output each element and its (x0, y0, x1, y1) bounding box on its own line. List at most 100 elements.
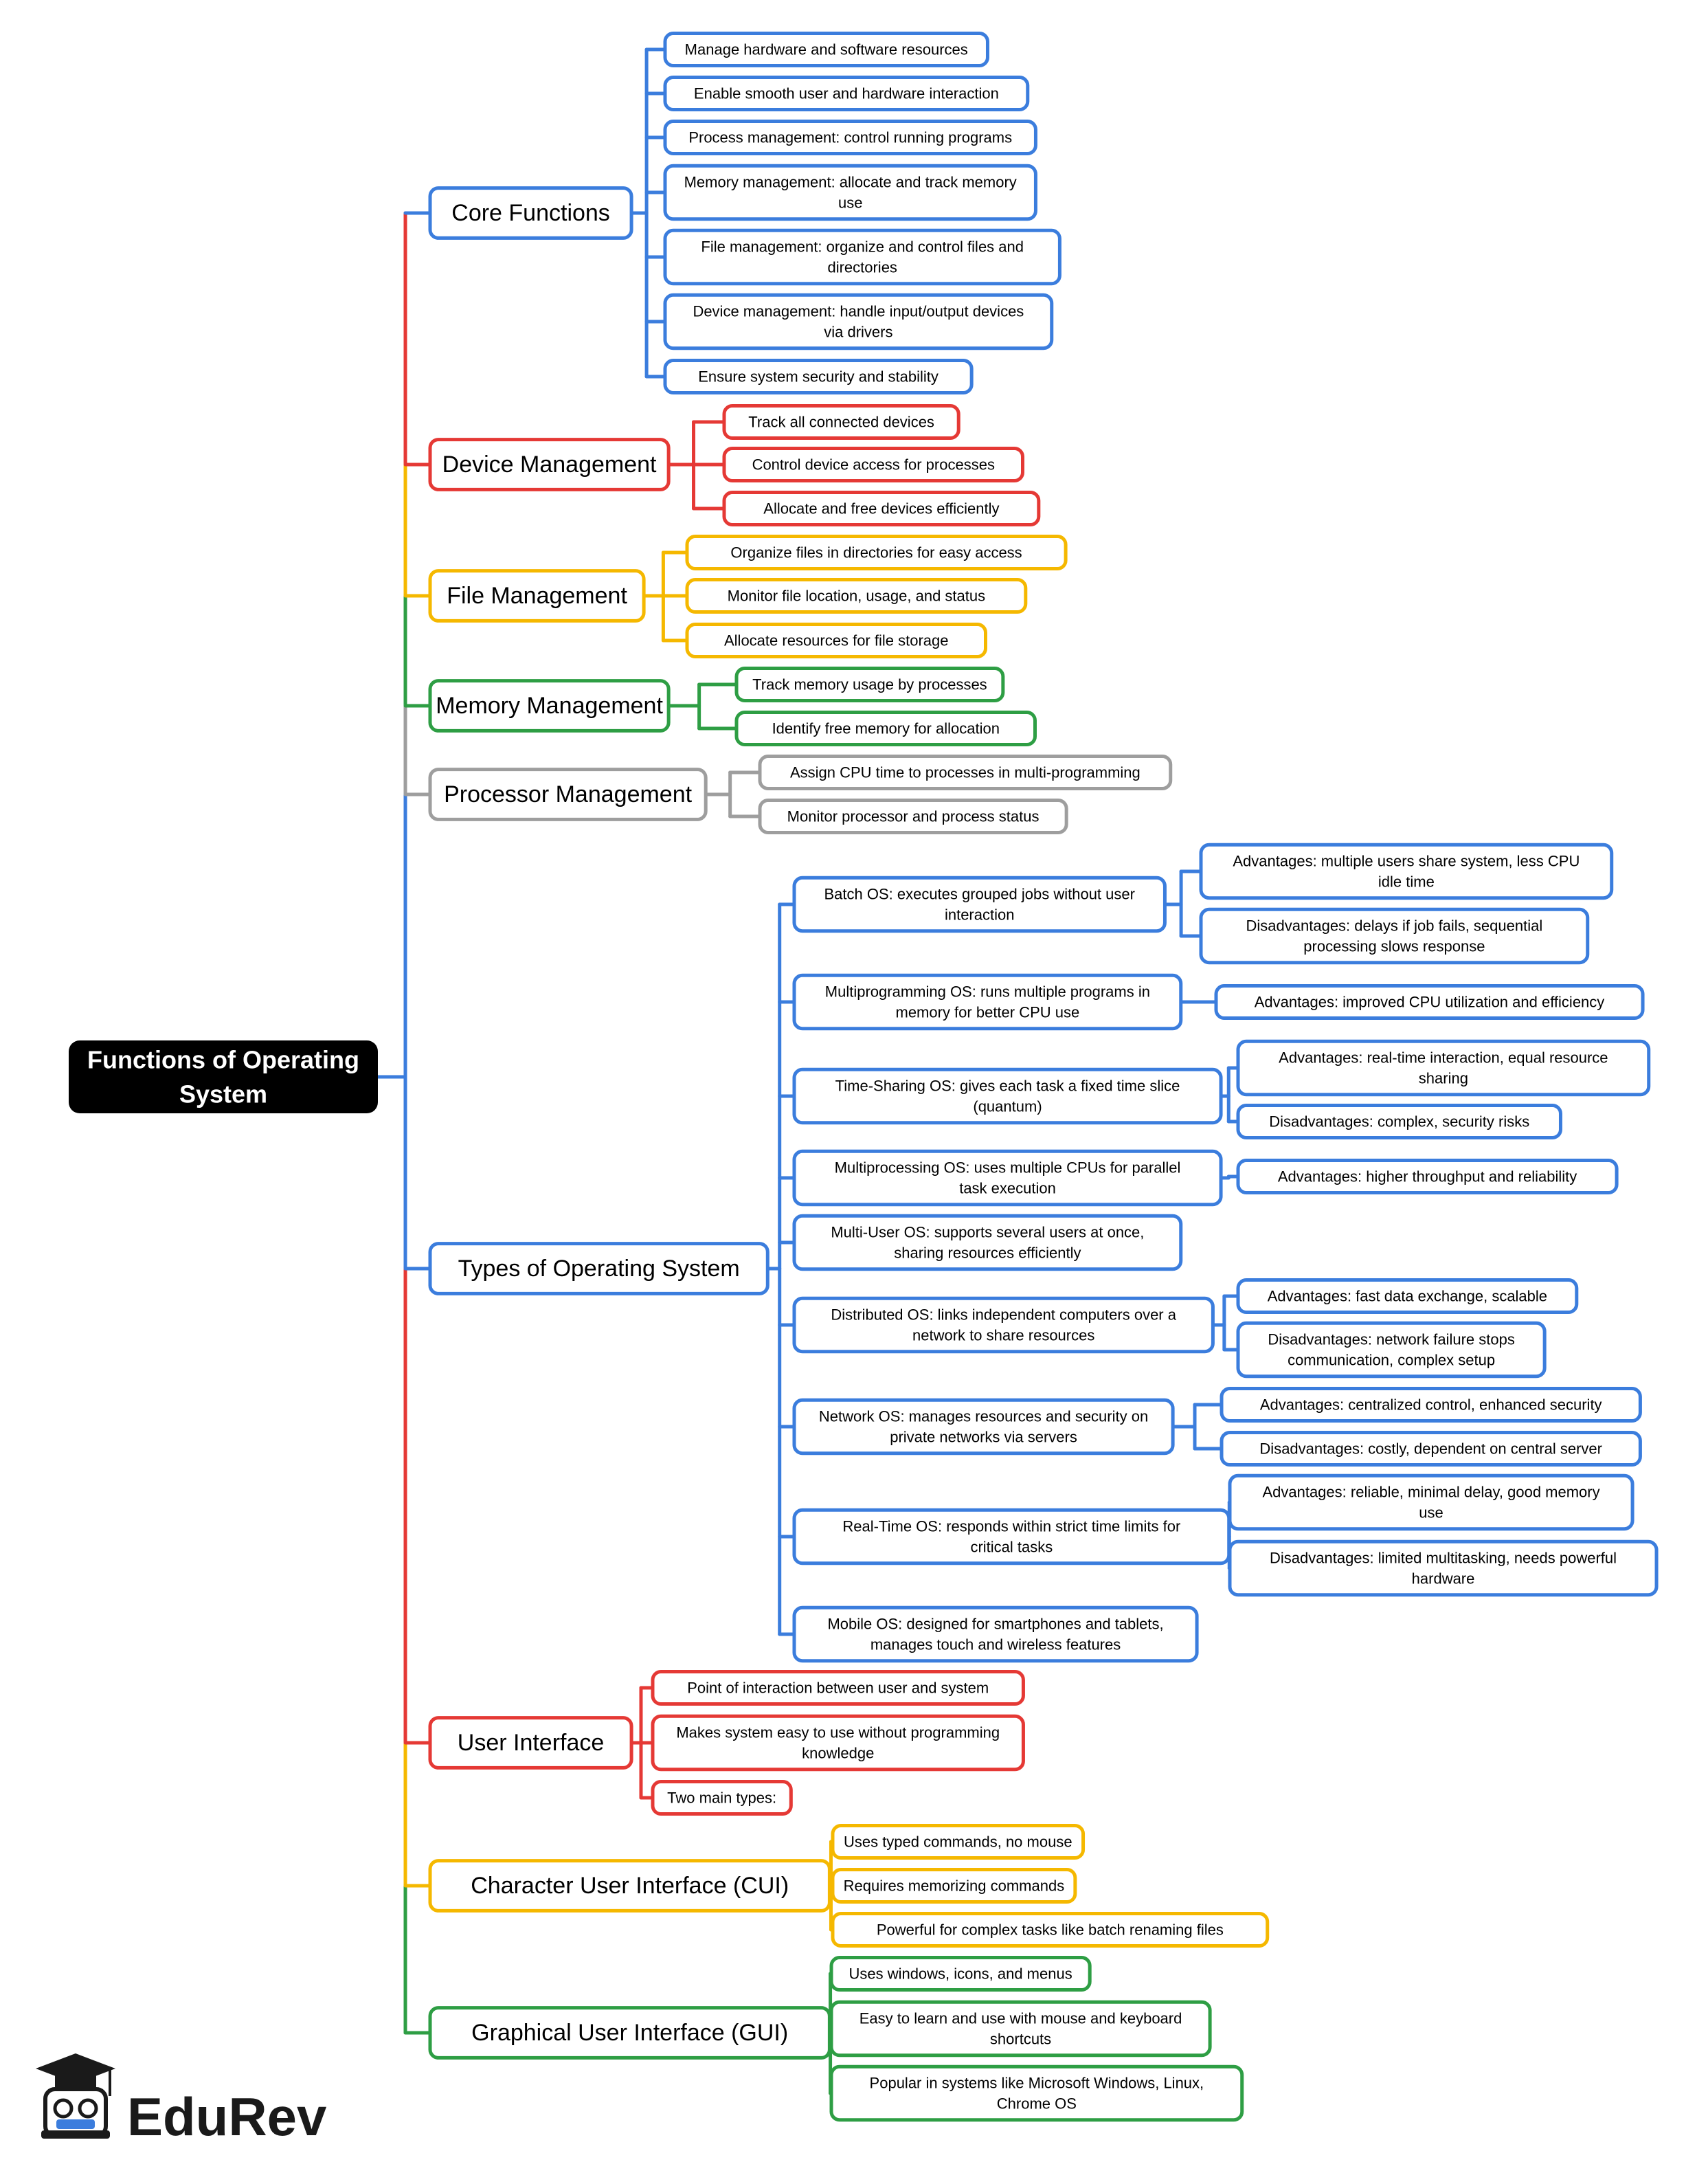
leaf-node: Uses typed commands, no mouse (831, 1823, 1086, 1860)
leaf-node-frame (663, 358, 974, 395)
leaf-node-frame (722, 446, 1024, 483)
leaf-node-frame (792, 1398, 1175, 1456)
branch-file-management: File Management (428, 569, 646, 623)
leaf-node: Monitor file location, usage, and status (685, 577, 1028, 614)
leaf-node-text: Track all connected devices (748, 414, 934, 431)
sub-leaf-node-text: processing slows response (1303, 938, 1485, 955)
branch-file-management-text: File Management (447, 583, 627, 609)
leaf-node-text: Real-Time OS: responds within strict tim… (842, 1517, 1180, 1535)
branch-processor-management: Processor Management (428, 768, 708, 821)
leaf-node: Process management: control running prog… (663, 119, 1037, 156)
leaf-node-frame (831, 1823, 1086, 1860)
root-node-text: System (179, 1080, 267, 1108)
branch-character-user-interface-cui: Character User Interface (CUI) (428, 1859, 831, 1913)
leaf-node-frame (829, 2000, 1212, 2058)
leaf-node: Batch OS: executes grouped jobs without … (792, 876, 1167, 933)
leaf-node-frame (831, 1867, 1077, 1904)
leaf-node-text: use (838, 194, 862, 212)
leaf-node: Multiprogramming OS: runs multiple progr… (792, 973, 1183, 1031)
leaf-node: Ensure system security and stability (663, 358, 974, 395)
branch-core-functions-text: Core Functions (451, 200, 610, 226)
leaf-node: Allocate and free devices efficiently (722, 490, 1041, 527)
leaf-node-text: Enable smooth user and hardware interact… (694, 85, 999, 102)
leaf-node: Organize files in directories for easy a… (685, 534, 1068, 571)
root-node-text: Functions of Operating (87, 1046, 359, 1074)
branch-types-of-operating-system: Types of Operating System (428, 1242, 769, 1295)
leaf-node-text: Powerful for complex tasks like batch re… (877, 1921, 1224, 1939)
leaf-node-frame (722, 403, 960, 441)
sub-leaf-node: Disadvantages: costly, dependent on cent… (1220, 1430, 1642, 1467)
leaf-node-text: Chrome OS (997, 2095, 1077, 2113)
sub-leaf-node-text: Advantages: improved CPU utilization and… (1255, 994, 1605, 1011)
leaf-node-text: Device management: handle input/output d… (693, 302, 1024, 320)
leaf-node-frame (792, 1067, 1223, 1125)
edurev-logo: EduRev (36, 2053, 327, 2147)
leaf-node: Multi-User OS: supports several users at… (792, 1214, 1183, 1271)
leaf-node: Powerful for complex tasks like batch re… (831, 1911, 1270, 1948)
sub-leaf-node-frame (1236, 1278, 1579, 1315)
leaf-node-text: private networks via servers (890, 1429, 1077, 1446)
branch-core-functions: Core Functions (428, 186, 633, 240)
leaf-node-text: Two main types: (667, 1790, 776, 1807)
leaf-node-text: Time-Sharing OS: gives each task a fixed… (835, 1077, 1180, 1094)
sub-leaf-node-text: hardware (1412, 1570, 1475, 1587)
leaf-node: Memory management: allocate and track me… (663, 164, 1037, 221)
branch-file-management-frame (428, 569, 646, 623)
leaf-node: Device management: handle input/output d… (663, 293, 1054, 350)
leaf-node: Allocate resources for file storage (685, 622, 987, 659)
sub-leaf-node-text: Disadvantages: delays if job fails, sequ… (1246, 917, 1543, 934)
leaf-node-text: Mobile OS: designed for smartphones and … (827, 1615, 1163, 1632)
leaf-node: Real-Time OS: responds within strict tim… (792, 1508, 1231, 1565)
sub-leaf-node-text: Disadvantages: costly, dependent on cent… (1259, 1440, 1602, 1458)
branch-processor-management-text: Processor Management (444, 781, 693, 807)
leaf-node-frame (792, 1508, 1231, 1565)
leaf-node-text: Control device access for processes (752, 456, 995, 473)
leaf-node-frame (758, 798, 1068, 835)
leaf-node-text: Batch OS: executes grouped jobs without … (824, 885, 1134, 902)
leaf-node-frame (722, 490, 1041, 527)
sub-leaf-node-text: Advantages: real-time interaction, equal… (1279, 1049, 1608, 1066)
branch-user-interface: User Interface (428, 1716, 633, 1770)
leaf-node: Makes system easy to use without program… (651, 1714, 1025, 1772)
leaf-node-text: Identify free memory for allocation (772, 720, 1000, 737)
leaf-node-text: Requires memorizing commands (844, 1877, 1065, 1895)
leaf-node-text: Distributed OS: links independent comput… (831, 1306, 1176, 1323)
sub-leaf-node-frame (1236, 1103, 1562, 1140)
leaf-node-frame (651, 1669, 1025, 1706)
leaf-node-frame (829, 2064, 1244, 2122)
leaf-node-text: Assign CPU time to processes in multi-pr… (790, 764, 1140, 781)
sub-leaf-node-frame (1214, 983, 1645, 1021)
sub-leaf-node-frame (1236, 1158, 1619, 1195)
leaf-node-frame (663, 119, 1037, 156)
sub-leaf-node-frame (1220, 1430, 1642, 1467)
sub-leaf-node-frame (1199, 843, 1614, 900)
connector-lines (376, 47, 1240, 2095)
leaf-node-text: Multi-User OS: supports several users at… (831, 1223, 1144, 1240)
leaf-node-frame (685, 577, 1028, 614)
leaf-node: Track all connected devices (722, 403, 960, 441)
leaf-node-text: critical tasks (970, 1539, 1053, 1556)
graduation-cap-mascot-icon (36, 2053, 115, 2139)
leaf-node: Easy to learn and use with mouse and key… (829, 2000, 1212, 2058)
leaf-node-text: Uses typed commands, no mouse (844, 1834, 1072, 1851)
sub-leaf-node-text: use (1419, 1504, 1443, 1522)
branch-character-user-interface-cui-text: Character User Interface (CUI) (471, 1873, 789, 1899)
leaf-node-frame (663, 228, 1061, 286)
leaf-node-text: Easy to learn and use with mouse and key… (859, 2009, 1182, 2027)
leaf-node-text: Manage hardware and software resources (685, 41, 968, 58)
leaf-node-frame (663, 75, 1030, 112)
sub-leaf-node-text: communication, complex setup (1288, 1352, 1495, 1369)
sub-leaf-node-frame (1236, 1039, 1651, 1097)
leaf-node: Mobile OS: designed for smartphones and … (792, 1605, 1199, 1663)
leaf-node-text: (quantum) (973, 1098, 1042, 1115)
logo-text: EduRev (127, 2086, 327, 2147)
leaf-node-text: Allocate and free devices efficiently (763, 500, 999, 517)
leaf-node-text: Multiprogramming OS: runs multiple progr… (825, 983, 1150, 1000)
leaf-node: Enable smooth user and hardware interact… (663, 75, 1030, 112)
leaf-node-text: Track memory usage by processes (752, 676, 987, 693)
leaf-node-text: Process management: control running prog… (688, 129, 1012, 146)
branch-memory-management-text: Memory Management (436, 693, 663, 719)
